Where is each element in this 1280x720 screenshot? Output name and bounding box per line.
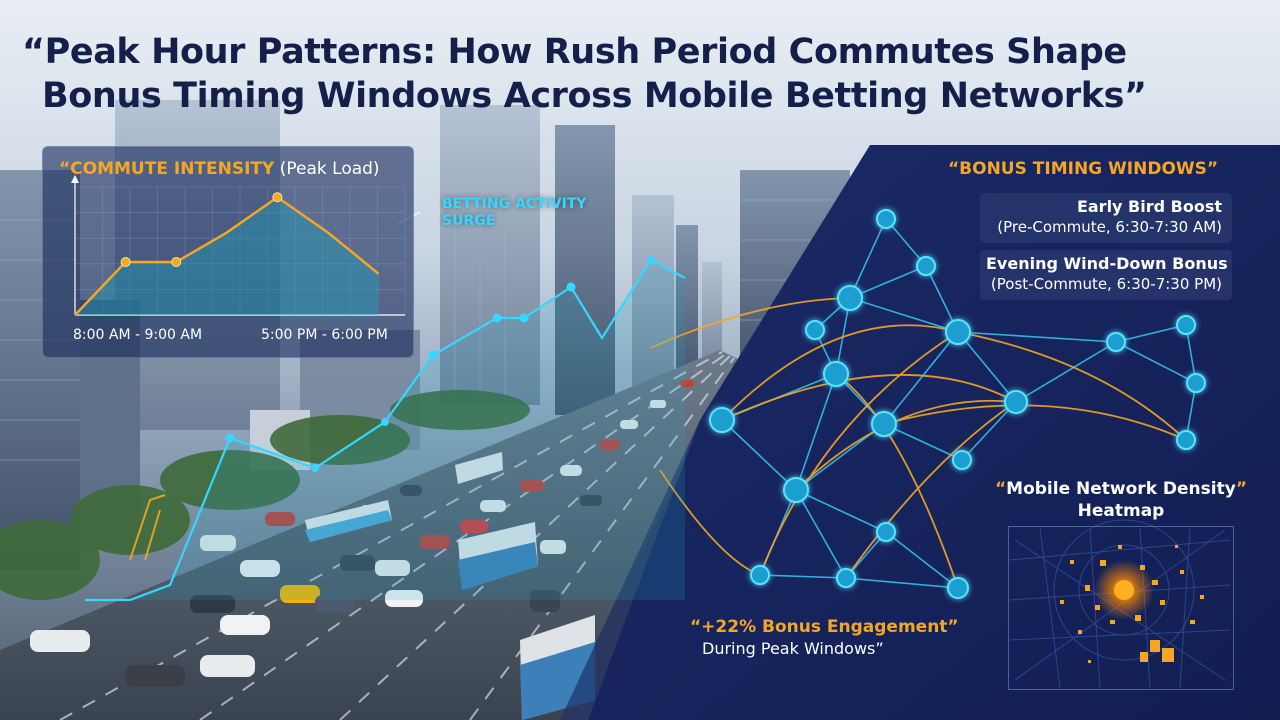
bonus-window-name: Evening Wind-Down Bonus bbox=[986, 254, 1228, 273]
network-nodes bbox=[709, 209, 1206, 599]
area-fill bbox=[75, 197, 379, 315]
heatmap-hotspots bbox=[1060, 545, 1204, 663]
highway bbox=[0, 350, 740, 720]
quote-open: “ bbox=[994, 479, 1007, 499]
bonus-window-evening: Evening Wind-Down Bonus (Post-Commute, 6… bbox=[980, 250, 1232, 300]
data-point bbox=[171, 257, 182, 268]
engagement-subtext: During Peak Windows” bbox=[702, 639, 884, 658]
chart-title: “COMMUTE INTENSITY (Peak Load) bbox=[59, 159, 380, 179]
density-title-line2: Heatmap bbox=[1077, 501, 1165, 521]
bonus-window-name: Early Bird Boost bbox=[1076, 197, 1222, 216]
density-heatmap-title: “Mobile Network Density” Heatmap bbox=[985, 478, 1257, 522]
bonus-window-early-bird: Early Bird Boost (Pre-Commute, 6:30-7:30… bbox=[980, 193, 1232, 243]
chart-plot bbox=[71, 175, 406, 316]
title-line-1: “Peak Hour Patterns: How Rush Period Com… bbox=[22, 32, 1127, 72]
y-axis-arrow bbox=[71, 175, 79, 183]
data-point bbox=[272, 192, 283, 203]
engagement-highlight: “+22% Bonus Engagement” bbox=[690, 617, 959, 637]
density-title-text: Mobile Network Density bbox=[1006, 479, 1236, 499]
x-tick-label-evening: 5:00 PM - 6:00 PM bbox=[261, 327, 388, 343]
engagement-stat: “+22% Bonus Engagement” During Peak Wind… bbox=[690, 616, 959, 660]
title-line-2: Bonus Timing Windows Across Mobile Betti… bbox=[42, 76, 1147, 116]
betting-activity-surge-label: BETTING ACTIVITY SURGE bbox=[442, 196, 587, 229]
page-title: “Peak Hour Patterns: How Rush Period Com… bbox=[22, 30, 1242, 118]
density-heatmap bbox=[1008, 526, 1234, 690]
commute-intensity-chart: “COMMUTE INTENSITY (Peak Load) 8:00 AM -… bbox=[42, 146, 414, 358]
network-arcs bbox=[649, 297, 1187, 589]
activity-surge-line bbox=[85, 211, 686, 602]
x-tick-label-morning: 8:00 AM - 9:00 AM bbox=[73, 327, 203, 343]
chart-title-rest: (Peak Load) bbox=[274, 159, 380, 179]
quote-close: ” bbox=[1235, 479, 1248, 499]
bonus-window-detail: (Pre-Commute, 6:30-7:30 AM) bbox=[997, 218, 1222, 236]
traffic bbox=[30, 380, 694, 720]
bonus-timing-title: “BONUS TIMING WINDOWS” bbox=[948, 159, 1219, 179]
bonus-window-detail: (Post-Commute, 6:30-7:30 PM) bbox=[990, 275, 1222, 293]
data-point bbox=[120, 257, 131, 268]
chart-title-highlight: “COMMUTE INTENSITY bbox=[59, 159, 275, 179]
